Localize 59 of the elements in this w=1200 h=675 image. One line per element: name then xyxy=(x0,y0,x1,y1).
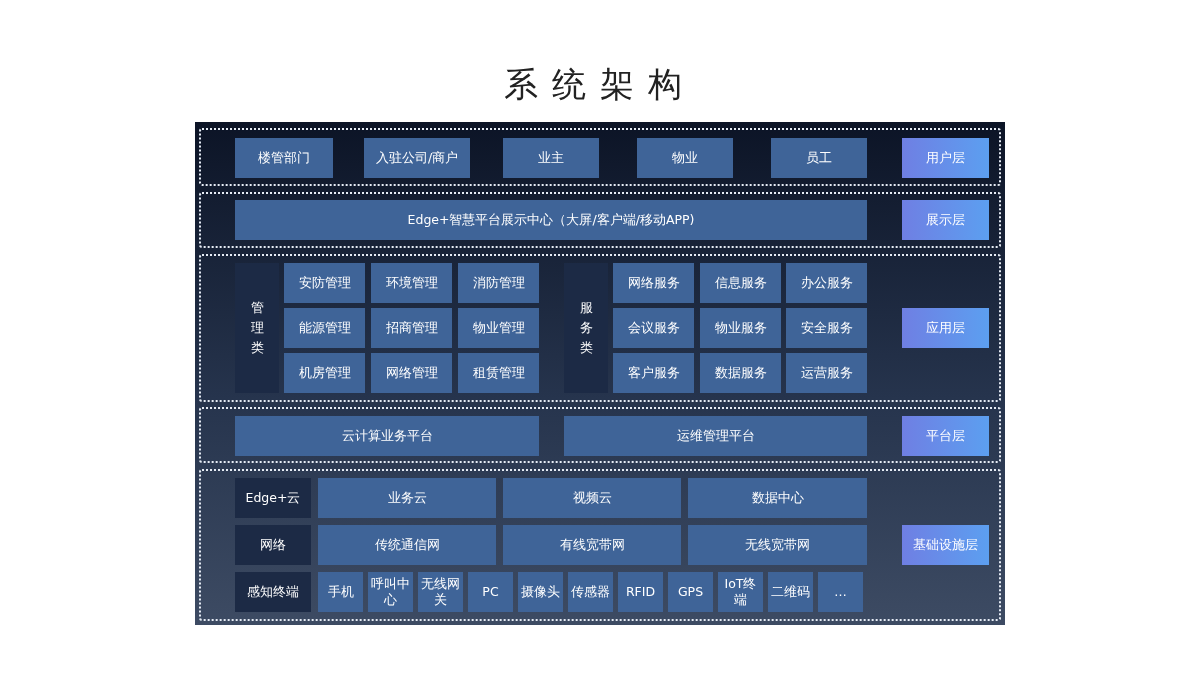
layer-label: 平台层 xyxy=(902,416,989,456)
module-box: 摄像头 xyxy=(518,572,563,612)
module-box: 招商管理 xyxy=(371,308,452,348)
module-box: 机房管理 xyxy=(284,353,365,393)
module-box: 员工 xyxy=(771,138,867,178)
layer-band xyxy=(199,254,1001,402)
category-box: 管理类 xyxy=(235,263,279,393)
module-box: 物业服务 xyxy=(700,308,781,348)
layer-band xyxy=(199,128,1001,186)
layer-label: 基础设施层 xyxy=(902,525,989,565)
category-box: 感知终端 xyxy=(235,572,311,612)
module-box: … xyxy=(818,572,863,612)
module-box: 楼管部门 xyxy=(235,138,333,178)
layer-label: 应用层 xyxy=(902,308,989,348)
layer-band xyxy=(199,469,1001,621)
module-box: 物业管理 xyxy=(458,308,539,348)
module-box: Edge+智慧平台展示中心（大屏/客户端/移动APP) xyxy=(235,200,867,240)
module-box: 物业 xyxy=(637,138,733,178)
module-box: 传统通信网 xyxy=(318,525,496,565)
module-box: 运维管理平台 xyxy=(564,416,867,456)
module-box: 数据中心 xyxy=(688,478,867,518)
module-box: 业主 xyxy=(503,138,599,178)
layer-label: 展示层 xyxy=(902,200,989,240)
module-box: 业务云 xyxy=(318,478,496,518)
module-box: 安防管理 xyxy=(284,263,365,303)
module-box: 租赁管理 xyxy=(458,353,539,393)
module-box: 手机 xyxy=(318,572,363,612)
layer-label: 用户层 xyxy=(902,138,989,178)
category-box: Edge+云 xyxy=(235,478,311,518)
category-box: 网络 xyxy=(235,525,311,565)
module-box: IoT终端 xyxy=(718,572,763,612)
module-box: 消防管理 xyxy=(458,263,539,303)
module-box: 二维码 xyxy=(768,572,813,612)
module-box: 运营服务 xyxy=(786,353,867,393)
module-box: 客户服务 xyxy=(613,353,694,393)
layer-band xyxy=(199,407,1001,463)
module-box: GPS xyxy=(668,572,713,612)
module-box: 有线宽带网 xyxy=(503,525,681,565)
module-box: 能源管理 xyxy=(284,308,365,348)
module-box: 会议服务 xyxy=(613,308,694,348)
module-box: 无线宽带网 xyxy=(688,525,867,565)
module-box: 数据服务 xyxy=(700,353,781,393)
module-box: 视频云 xyxy=(503,478,681,518)
module-box: 呼叫中心 xyxy=(368,572,413,612)
category-box: 服务类 xyxy=(564,263,608,393)
module-box: PC xyxy=(468,572,513,612)
module-box: 云计算业务平台 xyxy=(235,416,539,456)
module-box: 网络服务 xyxy=(613,263,694,303)
layer-band xyxy=(199,192,1001,248)
module-box: 传感器 xyxy=(568,572,613,612)
module-box: 办公服务 xyxy=(786,263,867,303)
module-box: 信息服务 xyxy=(700,263,781,303)
module-box: RFID xyxy=(618,572,663,612)
module-box: 安全服务 xyxy=(786,308,867,348)
module-box: 环境管理 xyxy=(371,263,452,303)
module-box: 入驻公司/商户 xyxy=(364,138,470,178)
module-box: 网络管理 xyxy=(371,353,452,393)
diagram-title: 系统架构 xyxy=(504,63,696,106)
module-box: 无线网关 xyxy=(418,572,463,612)
